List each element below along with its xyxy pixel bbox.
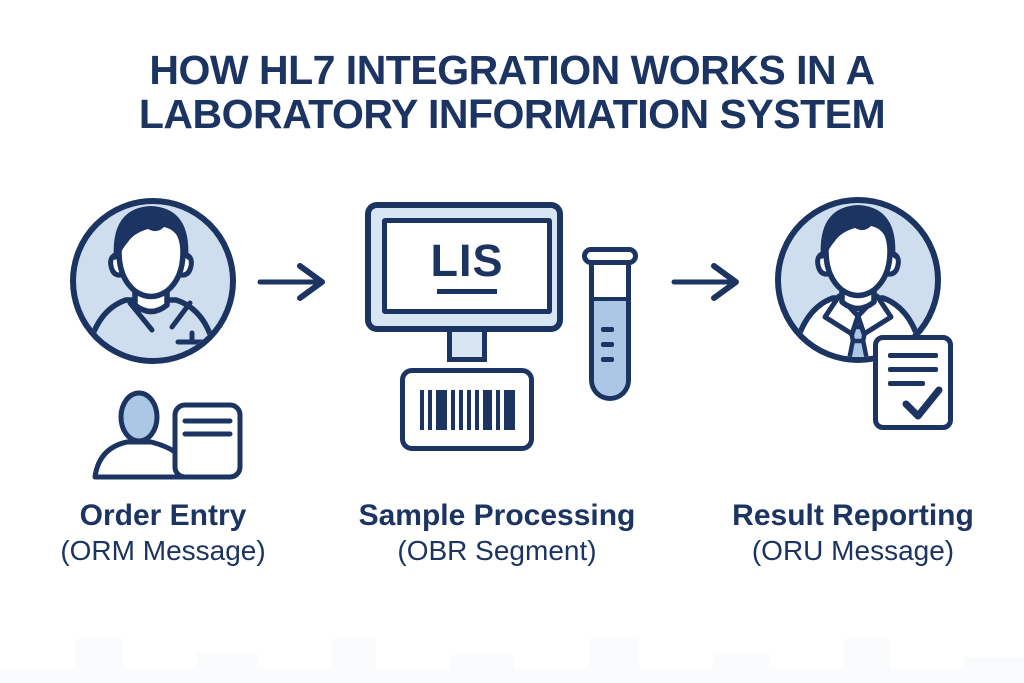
checkmark-icon [902,386,943,420]
skyline-watermark [0,625,1024,683]
tube-graduation-mark [601,357,614,362]
collar-left-line [127,300,155,333]
title-line-1: HOW HL7 INTEGRATION WORKS IN A [149,47,875,93]
stage-title: Order Entry [79,499,247,532]
report-line-2 [888,367,938,372]
stage-title: Sample Processing [358,499,636,532]
tube-graduation-mark [601,327,614,332]
stage-label-order-entry: Order Entry (ORM Message) [13,498,313,568]
patient-order-card-icon [92,390,243,480]
lis-underline [437,289,497,294]
lis-screen-label: LIS [430,235,504,286]
professional-avatar-icon [775,197,941,363]
order-card [172,402,243,480]
arrow-head [711,263,739,301]
stage-subtitle: (ORU Message) [751,535,955,566]
test-tube-rim [582,247,638,265]
arrow-right-icon [257,263,325,301]
checkmark-stroke [902,386,943,420]
patient-head [118,390,160,444]
stage-subtitle: (OBR Segment) [397,535,597,566]
stage-title: Result Reporting [732,499,974,532]
stage-label-sample-processing: Sample Processing (OBR Segment) [347,498,647,568]
arrow-head [297,263,325,301]
collar-right-line [169,300,193,330]
page-title: HOW HL7 INTEGRATION WORKS IN A LABORATOR… [0,48,1024,136]
title-line-2: LABORATORY INFORMATION SYSTEM [138,91,886,137]
lis-monitor-icon: LIS [365,202,563,332]
tube-graduation-mark [601,342,614,347]
report-checkmark-icon [873,335,953,430]
clinician-avatar-icon [70,198,236,364]
monitor-screen: LIS [382,218,552,314]
barcode-label-icon [400,368,534,451]
report-line-3 [888,381,925,386]
hair [820,205,896,259]
arrow-right-icon [671,263,739,301]
stage-label-result-reporting: Result Reporting (ORU Message) [703,498,1003,568]
test-tube-icon [589,261,631,401]
report-line-1 [888,353,938,358]
barcode-bars [419,389,515,430]
hair [113,206,189,260]
stage-subtitle: (ORM Message) [60,535,266,566]
